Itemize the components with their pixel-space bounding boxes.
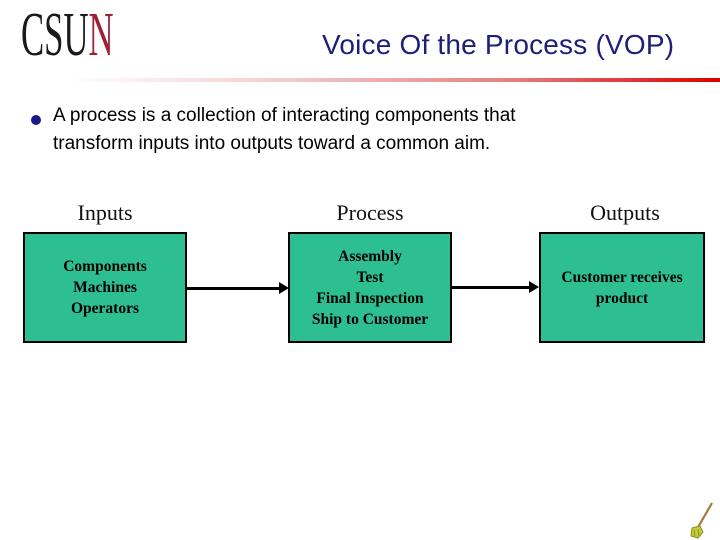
- outputs-box: Customer receives product: [539, 232, 705, 343]
- process-box-line: Test: [356, 268, 384, 286]
- bullet-marker: [31, 115, 41, 125]
- process-box-line: Ship to Customer: [311, 310, 429, 328]
- inputs-box: Components Machines Operators: [23, 232, 187, 343]
- inputs-box-line: Components: [63, 258, 147, 275]
- process-box-line: Final Inspection: [316, 289, 424, 307]
- csun-logo: CSUN: [21, 4, 114, 66]
- csun-logo-csu: CSU: [21, 1, 89, 69]
- column-label-process: Process: [336, 200, 404, 225]
- process-box: Assembly Test Final Inspection Ship to C…: [288, 232, 452, 343]
- title-divider: [64, 78, 720, 82]
- inputs-box-line: Machines: [73, 279, 137, 296]
- arrowhead-process-to-outputs-icon: [529, 281, 539, 293]
- outputs-box-line: Customer receives product: [561, 268, 683, 307]
- slide-title: Voice Of the Process (VOP): [322, 29, 675, 60]
- arrow-inputs-to-process: [187, 287, 281, 290]
- inputs-box-line: Operators: [70, 300, 139, 317]
- process-box-line: Assembly: [338, 247, 402, 265]
- arrowhead-inputs-to-process-icon: [279, 282, 289, 294]
- csun-logo-n: N: [88, 1, 114, 69]
- column-label-inputs: Inputs: [77, 200, 133, 225]
- bullet-text: A process is a collection of interacting…: [53, 105, 516, 154]
- pencil-icon: [690, 502, 713, 539]
- arrow-process-to-outputs: [452, 286, 531, 289]
- column-label-outputs: Outputs: [590, 200, 660, 225]
